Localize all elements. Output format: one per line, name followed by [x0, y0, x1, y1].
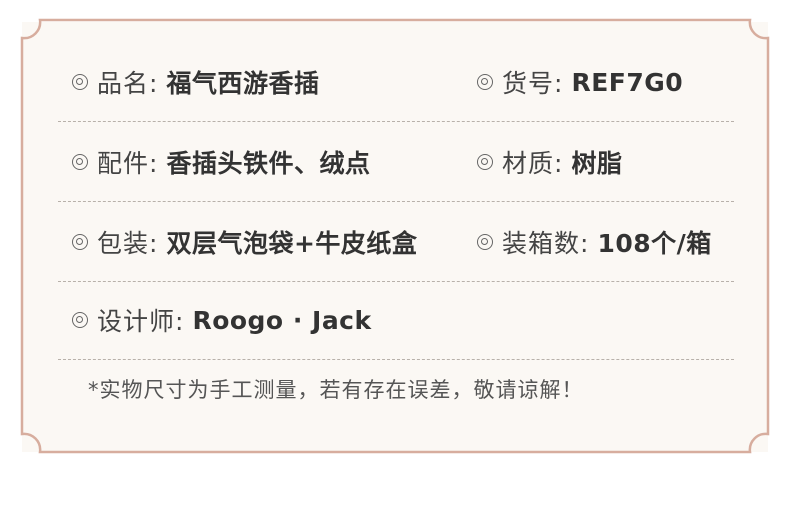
double-circle-bullet-icon — [477, 74, 493, 90]
spec-label: 设计师: — [97, 307, 185, 336]
spec-item: 配件: 香插头铁件、绒点 — [72, 122, 370, 202]
spec-value: 福气西游香插 — [166, 69, 320, 98]
spec-item: 品名: 福气西游香插 — [72, 42, 319, 122]
spec-value: 108个/箱 — [597, 229, 712, 258]
spec-item: 装箱数: 108个/箱 — [477, 202, 712, 282]
spec-item: 包装: 双层气泡袋+牛皮纸盒 — [72, 202, 417, 282]
double-circle-bullet-icon — [477, 154, 493, 170]
double-circle-bullet-icon — [72, 154, 88, 170]
spec-label: 品名: — [97, 69, 159, 98]
double-circle-bullet-icon — [477, 234, 493, 250]
measurement-note: *实物尺寸为手工测量，若有存在误差，敬请谅解！ — [88, 378, 584, 402]
spec-value: 树脂 — [571, 149, 623, 178]
spec-label: 货号: — [502, 69, 564, 98]
spec-row: 品名: 福气西游香插 货号: REF7G0 — [58, 42, 734, 122]
spec-value: 香插头铁件、绒点 — [166, 149, 371, 178]
spec-label: 配件: — [97, 149, 159, 178]
spec-item: 货号: REF7G0 — [477, 42, 683, 122]
spec-value: REF7G0 — [571, 67, 684, 97]
spec-row: 包装: 双层气泡袋+牛皮纸盒 装箱数: 108个/箱 — [58, 202, 734, 282]
spec-row: 设计师: Roogo · Jack — [58, 280, 734, 360]
spec-value: 双层气泡袋+牛皮纸盒 — [166, 229, 418, 258]
spec-label: 包装: — [97, 229, 159, 258]
double-circle-bullet-icon — [72, 312, 88, 328]
double-circle-bullet-icon — [72, 74, 88, 90]
spec-row: 配件: 香插头铁件、绒点 材质: 树脂 — [58, 122, 734, 202]
dashed-divider — [58, 281, 734, 282]
spec-label: 材质: — [502, 149, 564, 178]
double-circle-bullet-icon — [72, 234, 88, 250]
spec-item: 设计师: Roogo · Jack — [72, 280, 372, 360]
dashed-divider — [58, 359, 734, 360]
spec-value: Roogo · Jack — [192, 305, 372, 335]
dashed-divider — [58, 121, 734, 122]
spec-item: 材质: 树脂 — [477, 122, 622, 202]
dashed-divider — [58, 201, 734, 202]
spec-label: 装箱数: — [502, 229, 590, 258]
